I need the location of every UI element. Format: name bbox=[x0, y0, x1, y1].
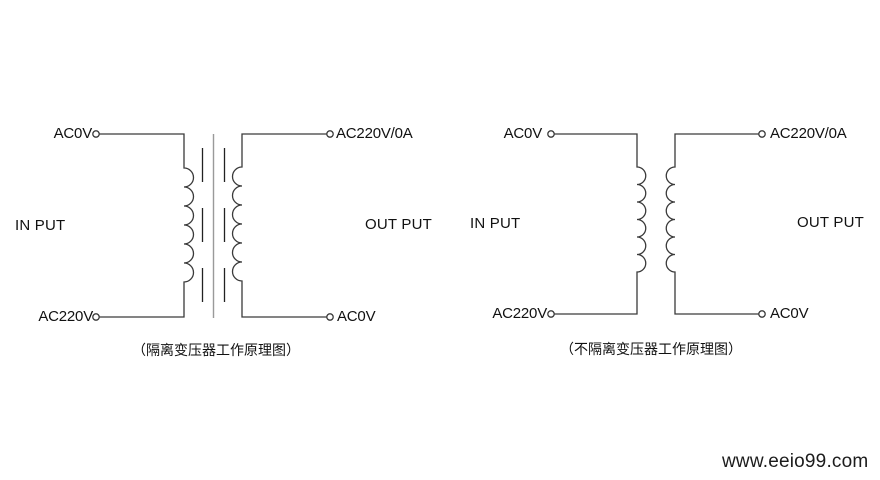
diagram-caption-non-isolated: （不隔离变压器工作原理图） bbox=[560, 341, 742, 357]
website-watermark: www.eeio99.com bbox=[722, 451, 869, 472]
terminal-dot bbox=[326, 313, 334, 321]
diagram-caption-isolated: （隔离变压器工作原理图） bbox=[132, 342, 300, 358]
non-isolated-transformer-schematic bbox=[547, 130, 766, 318]
terminal-dot bbox=[92, 313, 100, 321]
terminal-dot bbox=[758, 310, 766, 318]
primary-winding bbox=[554, 133, 647, 315]
secondary-winding bbox=[665, 133, 759, 315]
terminal-dot bbox=[547, 310, 555, 318]
terminal-label-bottom-right: AC0V bbox=[337, 308, 376, 325]
terminal-label-top-left: AC0V bbox=[53, 125, 93, 142]
terminal-label-top-left: AC0V bbox=[503, 125, 543, 142]
terminal-dot bbox=[547, 130, 555, 138]
secondary-winding bbox=[231, 133, 327, 318]
terminal-dot bbox=[326, 130, 334, 138]
terminal-label-top-right: AC220V/0A bbox=[336, 125, 413, 142]
terminal-label-top-right: AC220V/0A bbox=[770, 125, 847, 142]
output-label: OUT PUT bbox=[365, 216, 432, 233]
terminal-dot bbox=[92, 130, 100, 138]
isolated-transformer-schematic bbox=[92, 130, 334, 321]
primary-winding bbox=[99, 133, 195, 318]
input-label: IN PUT bbox=[470, 215, 521, 232]
terminal-label-bottom-left: AC220V bbox=[492, 305, 547, 322]
input-label: IN PUT bbox=[15, 217, 66, 234]
core-lines bbox=[201, 134, 226, 318]
terminal-label-bottom-right: AC0V bbox=[770, 305, 809, 322]
terminal-label-bottom-left: AC220V bbox=[38, 308, 93, 325]
output-label: OUT PUT bbox=[797, 214, 864, 231]
terminal-dot bbox=[758, 130, 766, 138]
